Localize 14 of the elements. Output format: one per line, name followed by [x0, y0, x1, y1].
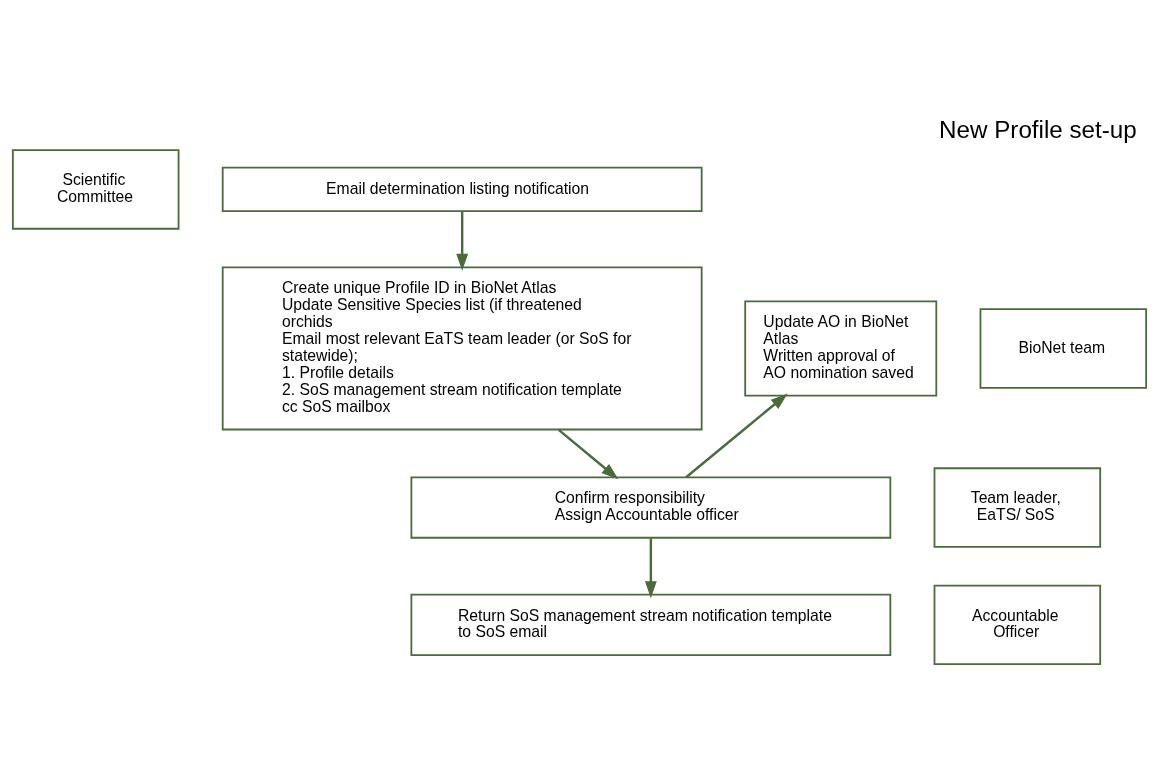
arrow: [685, 393, 788, 479]
node-box: Create unique Profile ID in BioNet Atlas Update Sensitive Species list (if threatened orchids Email most relevant EaTS team leader (or SoS for statewide); 1. Profile details 2. SoS management stream notification template cc SoS mailbox: [221, 266, 703, 431]
node-box: Scientific Committee: [11, 149, 180, 230]
arrow: [557, 428, 619, 480]
arrow: [456, 211, 469, 271]
node-box: Return SoS management stream notification template to SoS email: [410, 593, 892, 656]
node-box: Confirm responsibility Assign Accountable officer: [410, 476, 892, 539]
arrow: [644, 538, 657, 599]
node-box: Accountable Officer: [933, 584, 1102, 666]
node-box: Email determination listing notification: [221, 166, 703, 213]
node-box: Update AO in BioNet Atlas Written approval of AO nomination saved: [744, 300, 938, 397]
node-box: BioNet team: [979, 308, 1148, 389]
diagram-title: New Profile set-up: [939, 116, 1137, 144]
node-box: Team leader, EaTS/ SoS: [933, 467, 1102, 548]
